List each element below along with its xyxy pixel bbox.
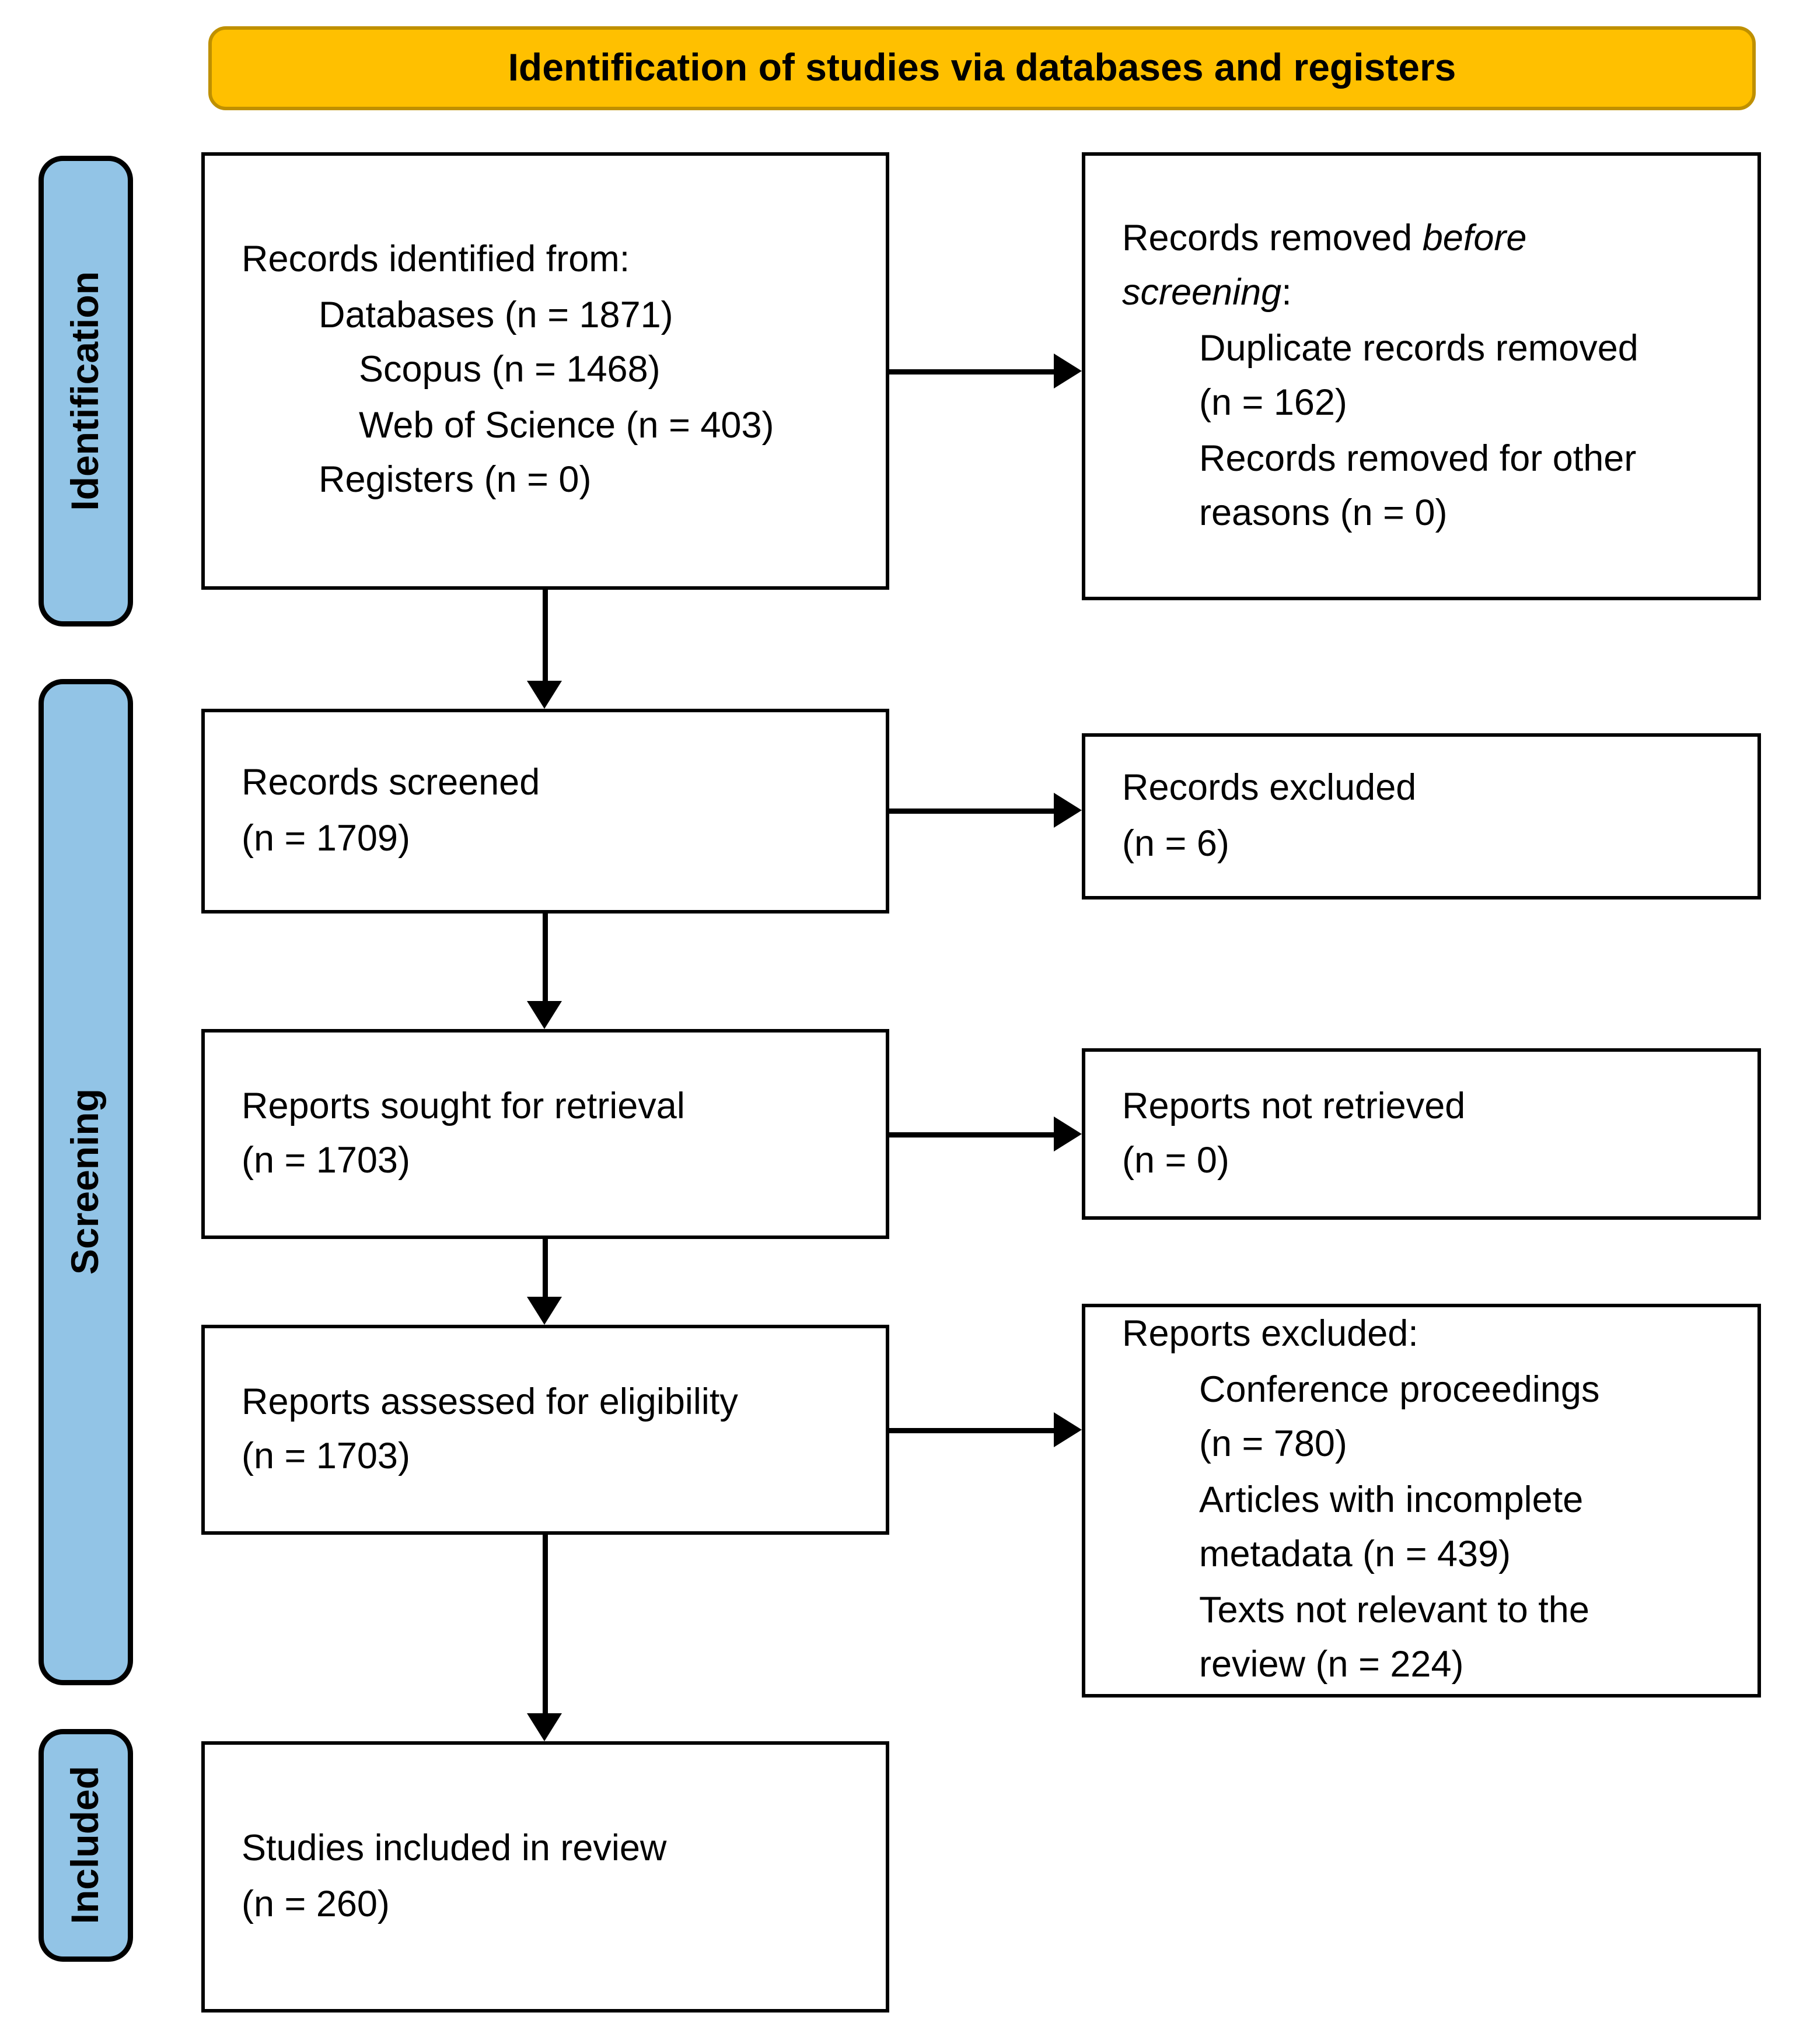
arrow-sought-to-assessed [527,1239,562,1325]
text-line: reasons (n = 0) [1199,494,1448,534]
stage-label-text: Screening [63,1088,107,1276]
text-line: (n = 1709) [242,818,410,859]
text-line: (n = 0) [1122,1141,1229,1181]
arrow-screened-to-excluded [889,793,1082,828]
text-line: (n = 780) [1199,1424,1347,1465]
arrow-assessed-to-reports-excluded [889,1412,1082,1447]
text-line: Records identified from: [242,240,630,281]
stage-label-included: Included [39,1729,133,1962]
arrowhead-right-icon [1054,793,1082,828]
box-records-removed-before-screening: Records removed before screening: Duplic… [1082,152,1761,600]
text-line: Web of Science (n = 403) [359,405,774,446]
diagram-title-banner: Identification of studies via databases … [208,26,1756,110]
text-line: Registers (n = 0) [319,460,592,501]
text-line: Records excluded [1122,768,1417,808]
text-line: Duplicate records removed [1199,328,1638,369]
text-line: Reports excluded: [1122,1314,1418,1355]
text-line: review (n = 224) [1199,1645,1464,1686]
text-line: Scopus (n = 1468) [359,350,661,391]
stage-label-identification: Identification [39,156,133,626]
box-reports-sought-for-retrieval: Reports sought for retrieval (n = 1703) [201,1029,889,1239]
stage-label-text: Identification [63,271,107,511]
text-line: Records screened [242,763,540,803]
arrow-shaft [541,1239,547,1297]
text-line: (n = 6) [1122,823,1229,864]
arrowhead-down-icon [527,1297,562,1325]
arrowhead-down-icon [527,1001,562,1029]
text-line: Records removed before [1122,218,1527,258]
box-reports-assessed-for-eligibility: Reports assessed for eligibility (n = 17… [201,1325,889,1535]
stage-label-screening: Screening [39,679,133,1685]
arrow-shaft [541,1535,547,1713]
text-line: (n = 260) [242,1884,390,1924]
arrow-shaft [541,914,547,1001]
text-line: Records removed for other [1199,438,1637,479]
text-line: Conference proceedings [1199,1370,1600,1410]
arrowhead-down-icon [527,681,562,709]
box-studies-included-in-review: Studies included in review (n = 260) [201,1741,889,2013]
arrow-identified-to-screened [527,590,562,709]
text-line: screening: [1122,273,1292,313]
arrow-shaft [889,807,1054,813]
text-line: Texts not relevant to the [1199,1590,1589,1631]
box-records-identified: Records identified from: Databases (n = … [201,152,889,590]
arrow-identified-to-removed [889,354,1082,388]
box-reports-not-retrieved: Reports not retrieved (n = 0) [1082,1048,1761,1220]
box-reports-excluded: Reports excluded: Conference proceedings… [1082,1304,1761,1698]
arrow-shaft [889,1427,1054,1433]
box-records-screened: Records screened (n = 1709) [201,709,889,914]
diagram-title: Identification of studies via databases … [508,46,1456,89]
arrowhead-down-icon [527,1713,562,1741]
text-line: Studies included in review [242,1829,667,1869]
text-line: Databases (n = 1871) [319,295,673,336]
arrowhead-right-icon [1054,1116,1082,1152]
text-line: (n = 1703) [242,1141,410,1181]
arrow-assessed-to-included [527,1535,562,1741]
arrow-shaft [889,368,1054,374]
text-line: (n = 162) [1199,383,1347,424]
text-line: Reports assessed for eligibility [242,1381,738,1422]
text-line: Reports not retrieved [1122,1086,1466,1126]
stage-label-text: Included [63,1766,107,1925]
arrowhead-right-icon [1054,1412,1082,1447]
text-line: (n = 1703) [242,1437,410,1477]
arrowhead-right-icon [1054,354,1082,388]
arrow-shaft [889,1131,1054,1137]
text-line: metadata (n = 439) [1199,1535,1511,1576]
arrow-shaft [541,590,547,681]
arrow-sought-to-not-retrieved [889,1116,1082,1152]
arrow-screened-to-sought [527,914,562,1029]
box-records-excluded: Records excluded (n = 6) [1082,733,1761,900]
text-line: Reports sought for retrieval [242,1086,685,1126]
text-line: Articles with incomplete [1199,1480,1584,1521]
